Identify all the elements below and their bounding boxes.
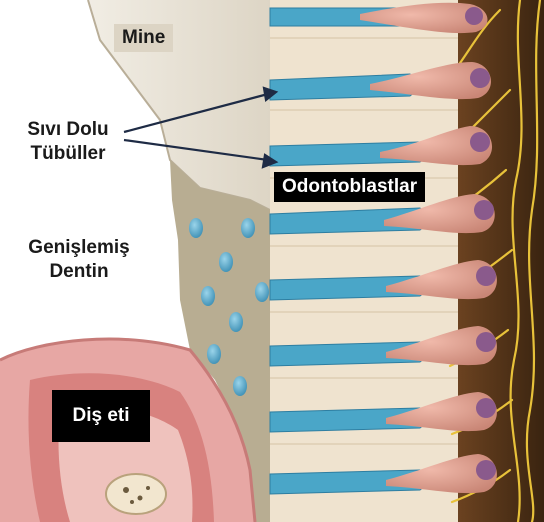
label-fluid-filled-tubules: Sıvı Dolu Tübüller	[6, 118, 130, 166]
label-line: Dentin	[14, 260, 144, 284]
bone-cross-section	[106, 474, 166, 514]
label-dilated-dentin: Genişlemiş Dentin	[14, 236, 144, 284]
label-odontoblasts: Odontoblastlar	[274, 172, 425, 202]
label-gingiva: Diş eti	[52, 390, 150, 442]
label-line: Tübüller	[6, 142, 130, 166]
label-mine: Mine	[114, 24, 173, 52]
label-line: Genişlemiş	[14, 236, 144, 260]
label-line: Sıvı Dolu	[6, 118, 130, 142]
